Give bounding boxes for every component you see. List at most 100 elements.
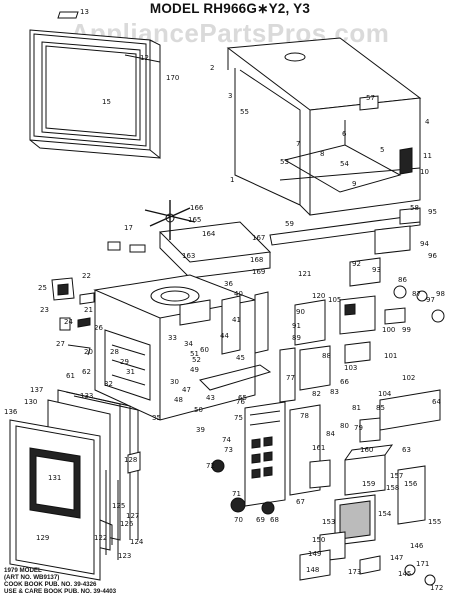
part-label: 87 [412,290,421,298]
part-label: 48 [174,396,183,404]
part-label: 33 [168,334,177,342]
part-label: 90 [296,308,305,316]
part-label: 160 [360,446,373,454]
part-label: 4 [425,118,430,126]
part-label: 88 [322,352,331,360]
part-label: 40 [234,290,243,298]
part-label: 103 [344,364,357,372]
part-number-labels: 13 12 170 15 2 3 55 57 4 6 7 8 53 54 1 5… [4,8,445,592]
part-label: 34 [184,340,193,348]
outer-cabinet-assembly [226,37,422,246]
part-label: 69 [256,516,265,524]
footnote-cook-book: COOK BOOK PUB. NO. 39-4326 [4,581,97,588]
part-label: 53 [280,158,289,166]
part-label: 97 [426,296,435,304]
part-label: 8 [320,150,324,158]
control-panel-assembly [211,401,381,515]
part-label: 47 [182,386,191,394]
part-label: 27 [56,340,65,348]
footnote-use-care-book: USE & CARE BOOK PUB. NO. 39-4403 [4,588,117,595]
part-label: 171 [416,560,429,568]
part-label: 57 [366,94,375,102]
part-label: 75 [234,414,243,422]
part-label: 60 [200,346,209,354]
page-title: MODEL RH966G∗Y2, Y3 [149,1,311,16]
part-label: 159 [362,480,375,488]
part-label: 11 [423,152,432,160]
part-label: 21 [84,306,93,314]
part-label: 41 [232,316,241,324]
part-label: 36 [224,280,233,288]
part-label: 58 [410,204,419,212]
part-label: 17 [124,224,133,232]
part-label: 62 [82,368,91,376]
part-label: 81 [352,404,361,412]
part-label: 124 [130,538,144,546]
part-label: 71 [232,490,241,498]
part-label: 13 [80,8,89,16]
part-label: 73 [224,446,233,454]
footnote-model-year: 1979 MODEL [4,567,42,574]
part-label: 153 [322,518,335,526]
part-label: 146 [410,542,424,550]
part-label: 7 [296,140,300,148]
part-label: 3 [228,92,232,100]
part-label: 136 [4,408,18,416]
part-label: 85 [376,404,385,412]
part-label: 127 [126,512,139,520]
part-label: 168 [250,256,263,264]
part-label: 74 [222,436,231,444]
footnote: 1979 MODEL (ART NO. WB9137) COOK BOOK PU… [4,567,116,595]
part-label: 157 [390,472,403,480]
part-label: 94 [420,240,429,248]
part-label: 63 [402,446,411,454]
part-label: 93 [372,266,381,274]
part-label: 86 [398,276,407,284]
part-label: 83 [330,388,339,396]
part-label: 92 [352,260,361,268]
part-label: 102 [402,374,415,382]
part-label: 161 [312,444,325,452]
part-label: 72 [206,462,215,470]
part-label: 100 [382,326,395,334]
part-label: 66 [340,378,349,386]
part-label: 23 [40,306,49,314]
part-label: 22 [82,272,91,280]
part-label: 170 [166,74,179,82]
part-label: 2 [210,64,214,72]
part-label: 1 [230,176,234,184]
part-label: 55 [240,108,249,116]
part-label: 156 [404,480,418,488]
part-label: 51 [190,350,199,358]
part-label: 68 [270,516,279,524]
part-label: 65 [238,394,247,402]
part-label: 166 [190,204,204,212]
part-label: 104 [378,390,392,398]
part-label: 123 [118,552,131,560]
part-label: 148 [306,566,319,574]
part-label: 67 [296,498,305,506]
part-label: 5 [380,146,384,154]
part-label: 49 [190,366,199,374]
part-label: 20 [84,348,93,356]
part-label: 54 [340,160,349,168]
part-label: 129 [36,534,49,542]
part-label: 169 [252,268,265,276]
part-label: 30 [170,378,179,386]
part-label: 76 [236,398,245,406]
part-label: 125 [112,502,125,510]
part-label: 28 [110,348,119,356]
part-label: 29 [120,358,129,366]
latch-parts [51,277,95,356]
part-label: 137 [30,386,43,394]
part-label: 158 [386,484,399,492]
part-label: 80 [340,422,349,430]
door-frame-assembly [29,11,161,160]
part-label: 26 [94,324,103,332]
part-label: 98 [436,290,445,298]
part-label: 172 [430,584,443,592]
oven-cavity-assembly [93,200,272,421]
part-label: 9 [352,180,356,188]
part-label: 39 [196,426,205,434]
part-label: 25 [38,284,47,292]
